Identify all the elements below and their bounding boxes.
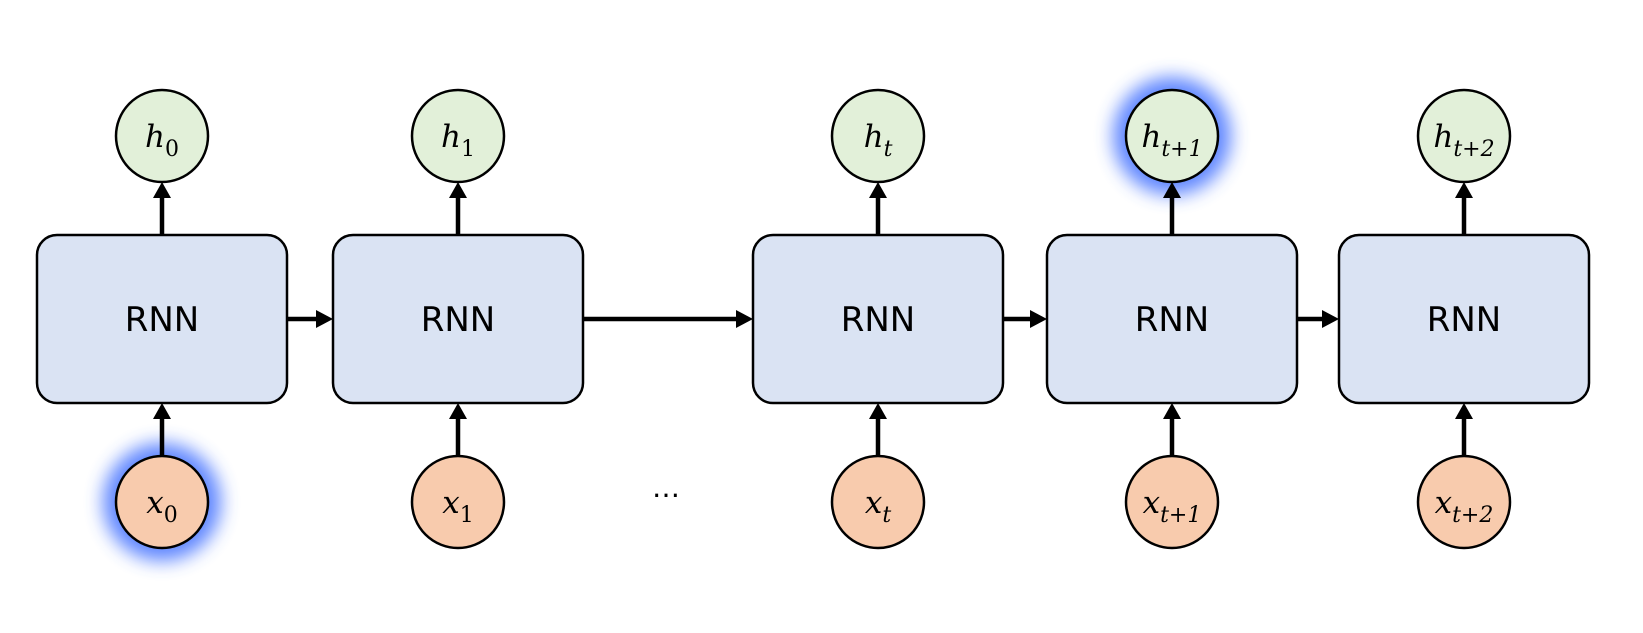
rnn-cell-2: RNN	[751, 233, 1005, 405]
arrow-layer	[153, 182, 1473, 456]
input-node-2: xt	[830, 454, 926, 550]
rnn-cell-4: RNN	[1337, 233, 1591, 405]
output-label-2: ht	[864, 119, 893, 162]
rnn-cell-layer: RNN RNN RNN RNN RNN	[35, 233, 1591, 405]
input-subscript-1: 1	[460, 503, 474, 528]
input-arrow-3	[1163, 403, 1181, 456]
input-label-4: xt+2	[1435, 485, 1494, 528]
input-label-0: x0	[146, 485, 177, 528]
input-variable-0: x	[146, 485, 164, 521]
input-label-1: x1	[442, 485, 473, 528]
input-arrow-1	[449, 403, 467, 456]
input-arrow-4	[1455, 403, 1473, 456]
input-arrow-2	[869, 403, 887, 456]
rnn-label-2: RNN	[841, 300, 916, 340]
input-variable-1: x	[442, 485, 460, 521]
input-subscript-2: t	[882, 503, 891, 528]
sequence-ellipsis: …	[652, 471, 680, 504]
input-node-1: x1	[410, 454, 506, 550]
recurrent-arrow-3	[1297, 310, 1339, 328]
rnn-cell-0: RNN	[35, 233, 289, 405]
rnn-label-1: RNN	[421, 300, 496, 340]
input-node-0: x0	[114, 454, 210, 550]
input-subscript-4: t+2	[1452, 503, 1493, 528]
input-variable-3: x	[1143, 485, 1161, 521]
output-subscript-3: t+1	[1161, 137, 1202, 162]
output-subscript-1: 1	[461, 137, 475, 162]
output-variable-2: h	[864, 119, 884, 155]
rnn-cell-1: RNN	[331, 233, 585, 405]
output-arrow-0	[153, 182, 171, 235]
output-node-1: h1	[410, 88, 506, 184]
input-label-3: xt+1	[1143, 485, 1202, 528]
rnn-cell-3: RNN	[1045, 233, 1299, 405]
output-label-4: ht+2	[1433, 119, 1494, 162]
output-label-3: ht+1	[1141, 119, 1202, 162]
output-node-2: ht	[830, 88, 926, 184]
output-node-0: h0	[114, 88, 210, 184]
output-label-0: h0	[145, 119, 179, 162]
recurrent-arrow-1	[583, 310, 753, 328]
input-variable-4: x	[1435, 485, 1453, 521]
output-arrow-2	[869, 182, 887, 235]
rnn-label-4: RNN	[1427, 300, 1502, 340]
output-arrow-3	[1163, 182, 1181, 235]
recurrent-arrow-0	[287, 310, 333, 328]
recurrent-arrow-2	[1003, 310, 1047, 328]
output-node-3: ht+1	[1124, 88, 1220, 184]
output-variable-0: h	[145, 119, 165, 155]
rnn-label-0: RNN	[125, 300, 200, 340]
output-node-4: ht+2	[1416, 88, 1512, 184]
input-arrow-0	[153, 403, 171, 456]
input-node-4: xt+2	[1416, 454, 1512, 550]
input-label-2: xt	[865, 485, 891, 528]
input-node-3: xt+1	[1124, 454, 1220, 550]
output-variable-1: h	[441, 119, 461, 155]
output-variable-4: h	[1433, 119, 1453, 155]
output-subscript-2: t	[884, 137, 893, 162]
input-variable-2: x	[865, 485, 883, 521]
output-arrow-4	[1455, 182, 1473, 235]
output-subscript-4: t+2	[1453, 137, 1494, 162]
output-variable-3: h	[1141, 119, 1161, 155]
output-arrow-1	[449, 182, 467, 235]
input-subscript-3: t+1	[1160, 503, 1201, 528]
input-subscript-0: 0	[164, 503, 178, 528]
output-subscript-0: 0	[165, 137, 179, 162]
rnn-label-3: RNN	[1135, 300, 1210, 340]
output-label-1: h1	[441, 119, 475, 162]
